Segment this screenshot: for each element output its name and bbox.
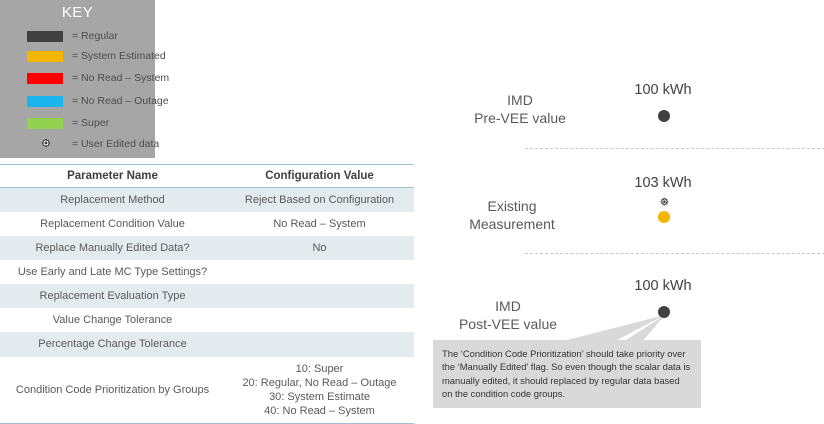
key-legend-panel: KEY = Regular = System Estimated = No Re… — [0, 0, 169, 158]
key-title: KEY — [61, 4, 94, 21]
cell-parameter-name: Value Change Tolerance — [0, 308, 225, 333]
band-label-imd-post-vee: IMD Post-VEE value — [458, 298, 558, 332]
system-estimated-swatch — [27, 50, 63, 62]
cell-parameter-name: Replacement Method — [0, 187, 225, 213]
key-item-no-read-outage: = No Read – Outage — [12, 91, 169, 111]
key-item-label: = User Edited data — [72, 138, 160, 150]
cell-parameter-name: Replacement Evaluation Type — [0, 284, 225, 309]
cell-configuration-value: Reject Based on Configuration — [225, 187, 414, 213]
value-label-imd-pre-vee: 100 kWh — [634, 82, 692, 98]
data-point-imd-pre-vee — [658, 110, 670, 122]
callout-note: The ‘Condition Code Prioritization’ shou… — [433, 340, 701, 409]
user-edited-gear-icon — [658, 196, 670, 208]
cell-configuration-value — [225, 284, 414, 309]
band-label-existing-measurement: Existing Measurement — [469, 198, 555, 232]
value-label-imd-post-vee: 100 kWh — [634, 278, 692, 294]
cell-configuration-value: 10: Super 20: Regular, No Read – Outage … — [225, 356, 414, 424]
cell-parameter-name: Replace Manually Edited Data? — [0, 236, 225, 261]
callout-note-text: The ‘Condition Code Prioritization’ shou… — [442, 348, 691, 400]
band-label-imd-pre-vee: IMD Pre-VEE value — [474, 92, 566, 126]
key-item-label: = No Read – System — [72, 72, 170, 84]
data-point-existing-measurement — [658, 211, 670, 223]
band-divider-1 — [525, 148, 824, 149]
super-swatch — [27, 117, 63, 129]
key-item-no-read-system: = No Read – System — [12, 68, 169, 88]
table-header-row: Parameter Name Configuration Value — [0, 164, 414, 188]
cell-parameter-name: Percentage Change Tolerance — [0, 332, 225, 357]
key-item-label: = No Read – Outage — [72, 95, 169, 107]
column-header-configuration-value: Configuration Value — [225, 164, 414, 188]
key-item-super: = Super — [12, 113, 155, 133]
no-read-outage-swatch — [27, 95, 63, 107]
table-row: Replacement Method Reject Based on Confi… — [0, 187, 414, 213]
key-item-label: = Super — [72, 117, 110, 129]
table-row: Value Change Tolerance — [0, 308, 414, 333]
regular-swatch — [27, 30, 63, 42]
cell-configuration-value — [225, 260, 414, 285]
table-row: Use Early and Late MC Type Settings? — [0, 260, 414, 285]
cell-parameter-name: Replacement Condition Value — [0, 212, 225, 237]
table-row: Condition Code Prioritization by Groups … — [0, 356, 414, 424]
cell-configuration-value — [225, 308, 414, 333]
table-body: Replacement Method Reject Based on Confi… — [0, 187, 414, 424]
key-item-user-edited: = User Edited data — [12, 134, 159, 154]
cell-parameter-name: Condition Code Prioritization by Groups — [0, 356, 225, 424]
column-header-parameter-name: Parameter Name — [0, 164, 225, 188]
key-item-regular: = Regular — [12, 26, 155, 46]
key-item-label: = Regular — [72, 30, 118, 42]
no-read-system-swatch — [27, 72, 63, 84]
data-point-imd-post-vee — [658, 306, 670, 318]
configuration-table: Parameter Name Configuration Value Repla… — [0, 164, 414, 424]
table-row: Replacement Evaluation Type — [0, 284, 414, 309]
vee-flow-diagram: IMD Pre-VEE value 100 kWh Existing Measu… — [420, 0, 824, 423]
table-header: Parameter Name Configuration Value — [0, 164, 414, 188]
table-row: Replace Manually Edited Data? No — [0, 236, 414, 261]
user-edited-gear-icon — [27, 138, 63, 151]
cell-parameter-name: Use Early and Late MC Type Settings? — [0, 260, 225, 285]
band-divider-2 — [525, 253, 824, 254]
value-label-existing-measurement: 103 kWh — [634, 175, 692, 191]
key-item-label: = System Estimated — [72, 50, 166, 62]
table-row: Percentage Change Tolerance — [0, 332, 414, 357]
key-item-system-estimated: = System Estimated — [12, 46, 166, 66]
cell-configuration-value — [225, 332, 414, 357]
cell-configuration-value: No Read – System — [225, 212, 414, 237]
cell-configuration-value: No — [225, 236, 414, 261]
table-row: Replacement Condition Value No Read – Sy… — [0, 212, 414, 237]
